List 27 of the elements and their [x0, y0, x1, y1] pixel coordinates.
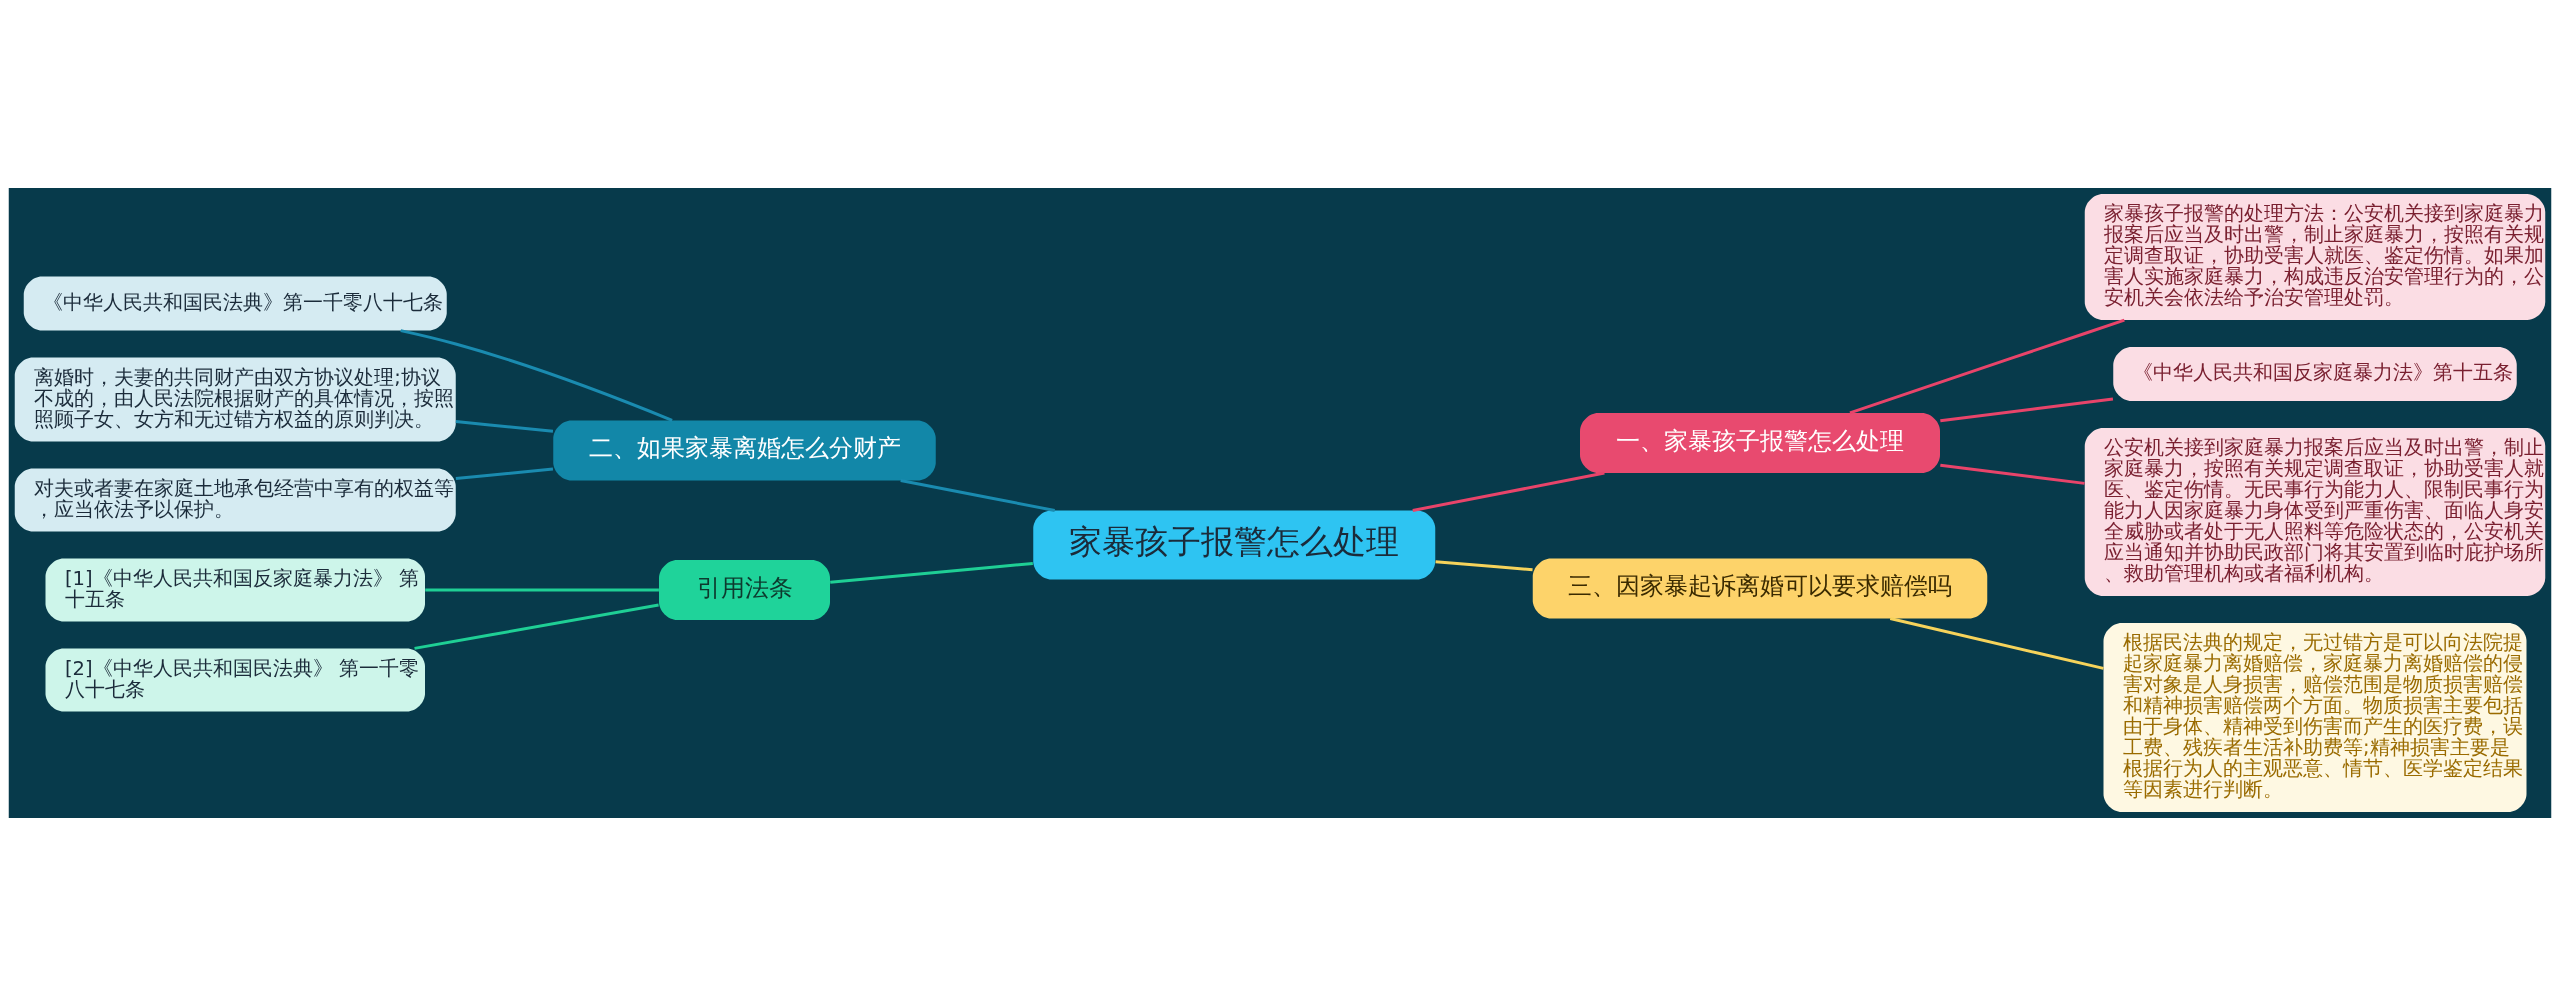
- node-box: [1]《中华人民共和国反家庭暴力法》 第十五条: [45, 558, 425, 622]
- node-box: 引用法条: [659, 560, 830, 620]
- node-box: 一、家暴孩子报警怎么处理: [1580, 413, 1940, 473]
- connector: [1940, 463, 2085, 485]
- node-box: 公安机关接到家庭暴力报案后应当及时出警，制止家庭暴力，按照有关规定调查取证，协助受害人就医、鉴定伤情。无民事行为能力人、限制民事行为能力人因家庭暴力身体受到严重伤害、面临人身安全威胁或者处于无人照料等危险状态的，公安机关应当通知并协助民政部门将其安置到临时庇护场所、救助管理机构或者福利机构。: [2084, 428, 2546, 596]
- connector: [1412, 471, 1605, 512]
- node-box: 二、如果家暴离婚怎么分财产: [553, 420, 936, 481]
- node-box: 家暴孩子报警怎么处理: [1033, 510, 1436, 580]
- connector: [1435, 560, 1533, 572]
- node-box: 离婚时，夫妻的共同财产由双方协议处理;协议不成的，由人民法院根据财产的具体情况，按照照顾子女、女方和无过错方权益的原则判决。: [14, 357, 456, 442]
- connector: [455, 467, 554, 481]
- connector: [414, 603, 659, 650]
- node-box: 三、因家暴起诉离婚可以要求赔偿吗: [1532, 558, 1988, 619]
- node-box: 根据民法典的规定，无过错方是可以向法院提起家庭暴力离婚赔偿，家庭暴力离婚赔偿的侵害对象是人身损害，赔偿范围是物质损害赔偿和精神损害赔偿两个方面。物质损害主要包括由于身体、精神受到伤害而产生的医疗费，误工费、残疾者生活补助费等;精神损害主要是根据行为人的主观恶意、情节、医学鉴定结果等因素进行判断。: [2103, 623, 2527, 812]
- connector: [1849, 318, 2125, 415]
- node-box: 《中华人民共和国反家庭暴力法》第十五条: [2113, 347, 2517, 401]
- connector: [400, 329, 673, 422]
- node-box: 家暴孩子报警的处理方法：公安机关接到家庭暴力报案后应当及时出警，制止家庭暴力，按照有关规定调查取证，协助受害人就医、鉴定伤情。如果加害人实施家庭暴力，构成违反治安管理行为的，公安机关会依法给予治安管理处罚。: [2084, 194, 2546, 320]
- connector: [830, 562, 1033, 584]
- node-box: 《中华人民共和国民法典》第一千零八十七条: [23, 276, 447, 331]
- connector: [425, 588, 659, 592]
- node-box: [2]《中华人民共和国民法典》 第一千零八十七条: [45, 648, 425, 712]
- node-box: 对夫或者妻在家庭土地承包经营中享有的权益等，应当依法予以保护。: [14, 468, 456, 532]
- connector: [455, 420, 554, 433]
- connector: [1889, 617, 2104, 670]
- connector: [900, 479, 1055, 512]
- connector: [1940, 397, 2114, 423]
